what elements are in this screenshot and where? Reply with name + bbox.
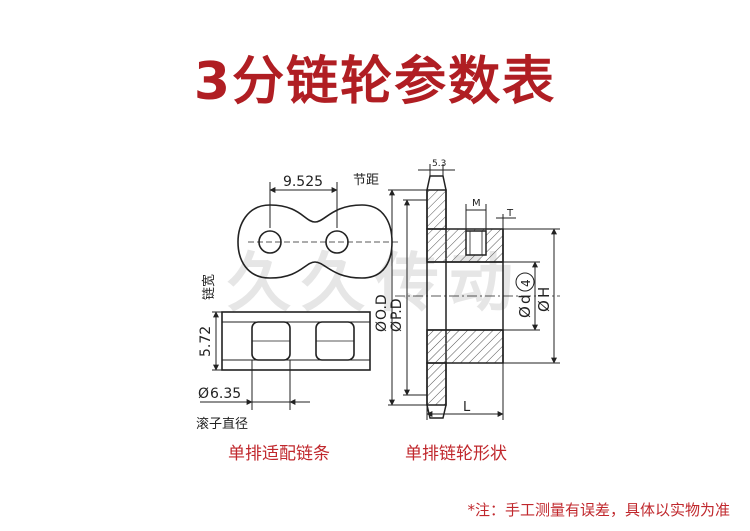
sprocket-plate-hatch-top xyxy=(426,189,447,230)
width-label: 链宽 xyxy=(201,274,217,300)
d-label: d xyxy=(516,294,534,304)
width-value: 5.72 xyxy=(198,326,214,357)
page-title: 3分链轮参数表 xyxy=(193,52,557,112)
chain-drawing xyxy=(200,182,400,410)
od-symbol: Ø xyxy=(374,321,390,332)
pitch-label: 节距 xyxy=(353,173,379,188)
pd-symbol: Ø xyxy=(389,321,405,332)
sprocket-drawing xyxy=(395,175,560,419)
sprocket-caption: 单排链轮形状 xyxy=(405,444,507,464)
roller-value-symbol: Ø xyxy=(198,386,209,402)
thickness-value: 5.3 xyxy=(432,159,446,169)
circle-number-ring xyxy=(515,272,535,292)
disclaimer-note: *注：手工测量有误差，具体以实物为准 xyxy=(467,501,730,519)
pd-label: P.D xyxy=(389,299,405,321)
roller-value: 6.35 xyxy=(210,386,241,402)
sprocket-hub-top xyxy=(426,228,504,263)
sprocket-hub-bottom xyxy=(426,329,504,364)
roller-label: 滚子直径 xyxy=(196,416,248,432)
l-label: L xyxy=(463,400,471,415)
sprocket-plate-hatch-bottom xyxy=(426,362,447,406)
t-label: T xyxy=(506,208,514,219)
sprocket-dimensions xyxy=(388,164,560,420)
h-symbol: Ø xyxy=(535,300,553,312)
chain-caption: 单排适配链条 xyxy=(228,444,330,464)
set-screw xyxy=(465,230,487,256)
od-label: O.D xyxy=(374,294,390,320)
h-label: H xyxy=(535,287,553,298)
pitch-value: 9.525 xyxy=(283,174,323,190)
chain-link-plate xyxy=(237,204,393,279)
m-label: M xyxy=(472,198,481,209)
d-symbol: Ø xyxy=(516,306,534,318)
chain-side-outer xyxy=(221,311,371,371)
circle-number: 4 xyxy=(519,279,533,287)
